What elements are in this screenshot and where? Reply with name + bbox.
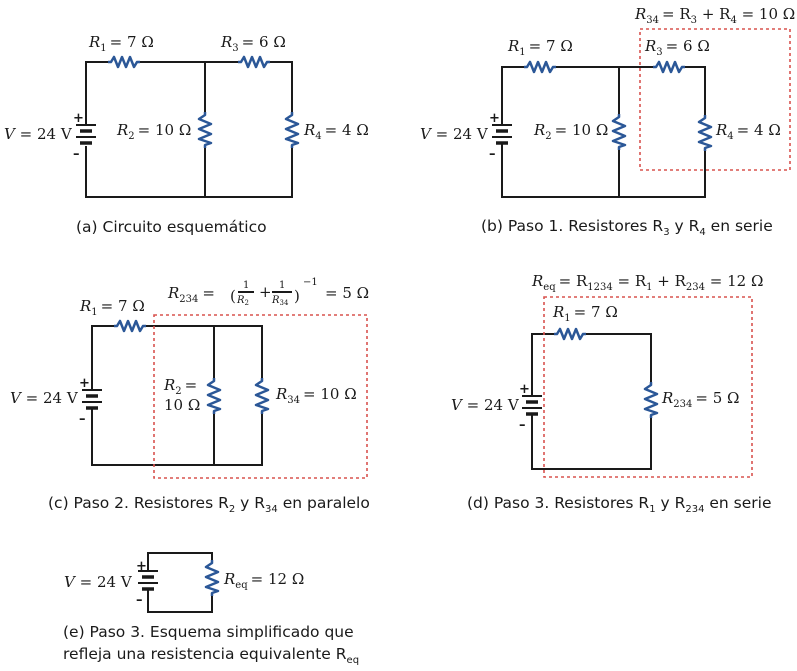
resistor-r34 bbox=[254, 378, 270, 414]
minus-sign: – bbox=[489, 147, 496, 162]
resistor-r1 bbox=[114, 319, 146, 333]
source-label: V = 24 V bbox=[451, 396, 520, 414]
svg-text:R234=: R234= bbox=[167, 284, 215, 305]
resistor-r3 bbox=[238, 55, 270, 69]
source-label: V = 24 V bbox=[10, 389, 79, 407]
series-group-box bbox=[543, 296, 753, 478]
caption-c: (c) Paso 2. Resistores R2 y R34 en paral… bbox=[48, 494, 370, 515]
caption-a: (a) Circuito esquemático bbox=[76, 218, 267, 236]
panel-a: + – V = 24 V R1= 7 Ω R3= 6 Ω R2= 10 Ω R4… bbox=[4, 33, 369, 236]
r1-label: R1= 7 Ω bbox=[552, 303, 618, 324]
svg-text:R2: R2 bbox=[236, 295, 249, 307]
r2-value: 10 Ω bbox=[164, 396, 200, 414]
req-label: Req= 12 Ω bbox=[223, 570, 304, 591]
resistor-r1 bbox=[108, 55, 140, 69]
resistor-r4 bbox=[697, 115, 713, 151]
resistor-r4 bbox=[284, 112, 300, 148]
battery: + – bbox=[79, 376, 102, 427]
svg-text:= 5 Ω: = 5 Ω bbox=[325, 284, 369, 302]
caption-b: (b) Paso 1. Resistores R3 y R4 en serie bbox=[481, 217, 773, 238]
resistor-r1 bbox=[524, 60, 556, 74]
r1-label: R1= 7 Ω bbox=[88, 33, 154, 54]
caption-e-line2: refleja una resistencia equivalente Req bbox=[63, 645, 359, 666]
battery: + – bbox=[73, 88, 96, 162]
resistor-r234 bbox=[643, 382, 659, 418]
svg-text:1: 1 bbox=[243, 280, 249, 291]
resistor-r2 bbox=[197, 112, 213, 148]
battery: + – bbox=[519, 382, 542, 433]
r4-label: R4= 4 Ω bbox=[303, 121, 369, 142]
r234-label: R234= 5 Ω bbox=[661, 389, 739, 410]
parallel-group-box bbox=[153, 314, 368, 479]
r3-label: R3= 6 Ω bbox=[644, 37, 710, 58]
minus-sign: – bbox=[519, 418, 526, 433]
resistor-req bbox=[204, 560, 220, 596]
minus-sign: – bbox=[79, 412, 86, 427]
req-equation: Req= R1234 = R1 + R234 = 12 Ω bbox=[531, 272, 763, 293]
plus-sign: + bbox=[136, 559, 147, 574]
panel-c: + – R234= ( 1 R2 + 1 R34 ) −1 = 5 Ω V = … bbox=[10, 277, 370, 515]
panel-e: + – V = 24 V Req= 12 Ω (e) Paso 3. Esque… bbox=[63, 552, 359, 666]
r2-label: R2= bbox=[163, 376, 197, 397]
source-label: V = 24 V bbox=[420, 125, 489, 143]
r3-label: R3= 6 Ω bbox=[220, 33, 286, 54]
source-label: V = 24 V bbox=[4, 125, 73, 143]
battery: + – bbox=[489, 111, 512, 162]
plus-sign: + bbox=[519, 382, 530, 397]
svg-text:−1: −1 bbox=[303, 277, 318, 288]
r1-label: R1= 7 Ω bbox=[79, 297, 145, 318]
minus-sign: – bbox=[73, 147, 80, 162]
r34-label: R34= 10 Ω bbox=[275, 385, 357, 406]
r34-equation: R34= R3 + R4 = 10 Ω bbox=[634, 5, 795, 26]
panel-d: + – Req= R1234 = R1 + R234 = 12 Ω V = 24… bbox=[451, 272, 772, 515]
battery: + – bbox=[136, 559, 158, 608]
r234-equation: R234= ( 1 R2 + 1 R34 ) −1 = 5 Ω bbox=[167, 277, 369, 307]
svg-text:+: + bbox=[259, 283, 272, 301]
svg-text:(: ( bbox=[230, 287, 236, 305]
svg-text:R34: R34 bbox=[271, 295, 289, 307]
r2-label: R2= 10 Ω bbox=[533, 121, 608, 142]
caption-d: (d) Paso 3. Resistores R1 y R234 en seri… bbox=[467, 494, 772, 515]
plus-sign: + bbox=[79, 376, 90, 391]
svg-text:1: 1 bbox=[279, 280, 285, 291]
svg-text:): ) bbox=[294, 287, 300, 305]
r1-label: R1= 7 Ω bbox=[507, 37, 573, 58]
caption-e-line1: (e) Paso 3. Esquema simplificado que bbox=[63, 623, 354, 641]
r4-label: R4= 4 Ω bbox=[715, 121, 781, 142]
resistor-r1 bbox=[554, 327, 586, 341]
resistor-r2 bbox=[611, 114, 627, 150]
panel-b: + – R34= R3 + R4 = 10 Ω V = 24 V R1= 7 Ω… bbox=[420, 5, 795, 238]
resistor-r3 bbox=[653, 60, 685, 74]
source-label: V = 24 V bbox=[64, 573, 133, 591]
plus-sign: + bbox=[73, 111, 84, 126]
r2-label: R2= 10 Ω bbox=[116, 121, 191, 142]
series-group-box bbox=[639, 28, 791, 171]
plus-sign: + bbox=[489, 111, 500, 126]
minus-sign: – bbox=[136, 593, 143, 608]
resistor-r2 bbox=[206, 378, 222, 414]
